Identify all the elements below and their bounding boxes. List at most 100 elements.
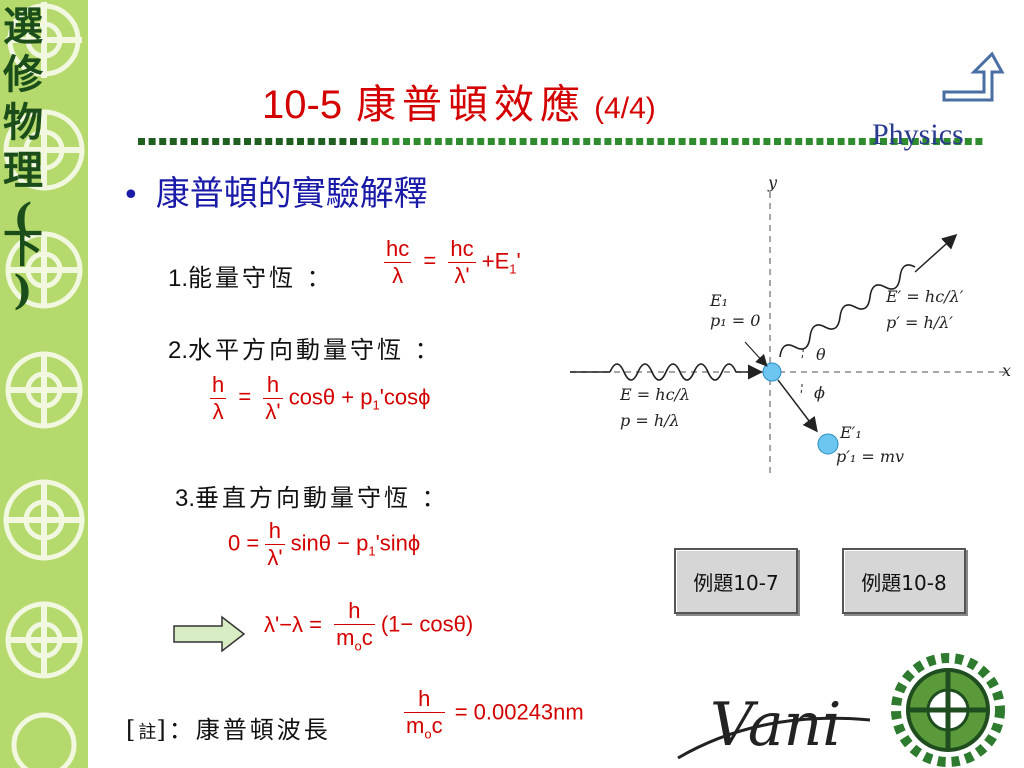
divider-dash [636,138,644,145]
divider-dash [562,138,569,145]
eq-term: 0 = [228,530,260,556]
item-vertical-momentum: 3.垂直方向動量守恆 ： [175,478,449,513]
divider-dash [657,138,665,145]
divider-dash [858,138,866,145]
eq-term: 'cosϕ [379,384,431,410]
divider-dash [381,138,389,145]
divider-dash [646,138,654,145]
divider-dash [583,138,591,145]
divider-dash [434,138,442,145]
eq-term: sinθ − p [290,530,369,556]
example-10-8-button[interactable]: 例題10-8 [842,548,966,614]
note-bracket: ] [156,716,169,744]
eq-term: λ' [263,398,283,424]
divider-dash [530,138,538,145]
divider-dash [297,138,304,145]
eq-term: m [406,713,425,738]
divider-dash [403,138,410,145]
eq-term: cosθ + p [288,384,373,410]
divider-dash [201,138,209,145]
sidebar-char: 下 [3,225,43,272]
divider-dash [424,138,432,145]
diagram-label: p′₁ = mv [836,447,904,466]
eq-term: h [348,598,361,623]
diagram-label: p₁ = 0 [710,311,760,330]
divider-dash [551,138,559,145]
eq-term: λ [210,398,227,425]
divider-dash [138,138,145,145]
divider-dash [328,138,336,145]
divider-dash [477,138,485,145]
diagram-label: E′₁ [839,423,862,442]
eq-term: 1 [372,397,380,413]
divider-dash [625,138,633,145]
return-arrow-icon[interactable] [940,50,1006,110]
electron-at-rest [762,362,782,382]
eq-term: h [268,518,282,543]
diagram-label: E₁ [709,291,728,310]
divider-dash [371,138,379,145]
divider-dash [350,138,357,145]
diagram-label: x [1002,361,1011,380]
eq-term: 1 [509,261,517,277]
eq-denominator: moc [334,624,375,653]
divider-dash [901,138,909,145]
eq-term: o [424,726,432,742]
eq-term: h [212,372,225,397]
eq-term: 1 [368,543,376,559]
diagram-label: E′ = hc/λ′ [885,287,964,306]
diagram-label: y [767,173,778,192]
divider-dash [498,138,506,145]
eq-term: o [354,638,362,654]
note-line: [註]：康普頓波長 [126,710,331,745]
divider-dash [572,138,580,145]
divider-dash [180,138,188,145]
divider-dash [943,138,951,145]
eq-term: λ' [265,544,285,570]
item-label: 能量守恆 ： [188,264,334,292]
divider-dash [816,138,824,145]
divider-dash [911,138,919,145]
sidebar-char: 物 [3,99,43,146]
eq-term: ' [516,248,521,274]
divider-dash [774,138,781,145]
eq-term: c [361,625,373,650]
compton-diagram: y x E₁ p₁ = 0 E = hc/λ p = h/λ E′ = hc/λ… [570,173,1011,477]
divider-dash [933,138,940,145]
example-10-7-button[interactable]: 例題10-7 [674,548,798,614]
item-number: 3. [175,485,196,512]
title-divider [138,138,983,145]
eq-term: λ' [448,262,476,289]
eq-term: = [423,248,437,274]
gear-pattern [3,2,85,768]
bullet-text: 康普頓的實驗解釋 [155,174,428,214]
divider-dash [699,138,707,145]
divider-dash [339,138,347,145]
divider-dash [710,138,718,145]
sidebar-char: ) [13,267,33,314]
divider-dash [540,138,548,145]
divider-dash [678,138,686,145]
recoil-electron [817,433,839,455]
divider-dash [975,138,983,145]
eq-term: λ'−λ = [264,611,323,637]
diagram-label: p = h/λ [620,411,680,430]
divider-dash [964,138,972,145]
sidebar-char: 選 [3,3,43,50]
eq-denominator: moc [404,712,445,741]
eq-term: = [238,384,252,410]
note-bracket: [ [126,716,139,744]
divider-dash [784,138,792,145]
divider-dash [487,138,495,145]
title-page: (4/4) [594,92,656,125]
item-label: 水平方向動量守恆 ： [188,336,442,364]
diagram-label: θ [816,345,826,364]
sidebar-strip: 選 修 物 理 ( 下 ) [0,0,88,768]
divider-dash [763,138,771,145]
title-number: 10-5 [262,83,343,127]
divider-dash [413,138,421,145]
divider-dash [837,138,845,145]
divider-dash [604,138,612,145]
